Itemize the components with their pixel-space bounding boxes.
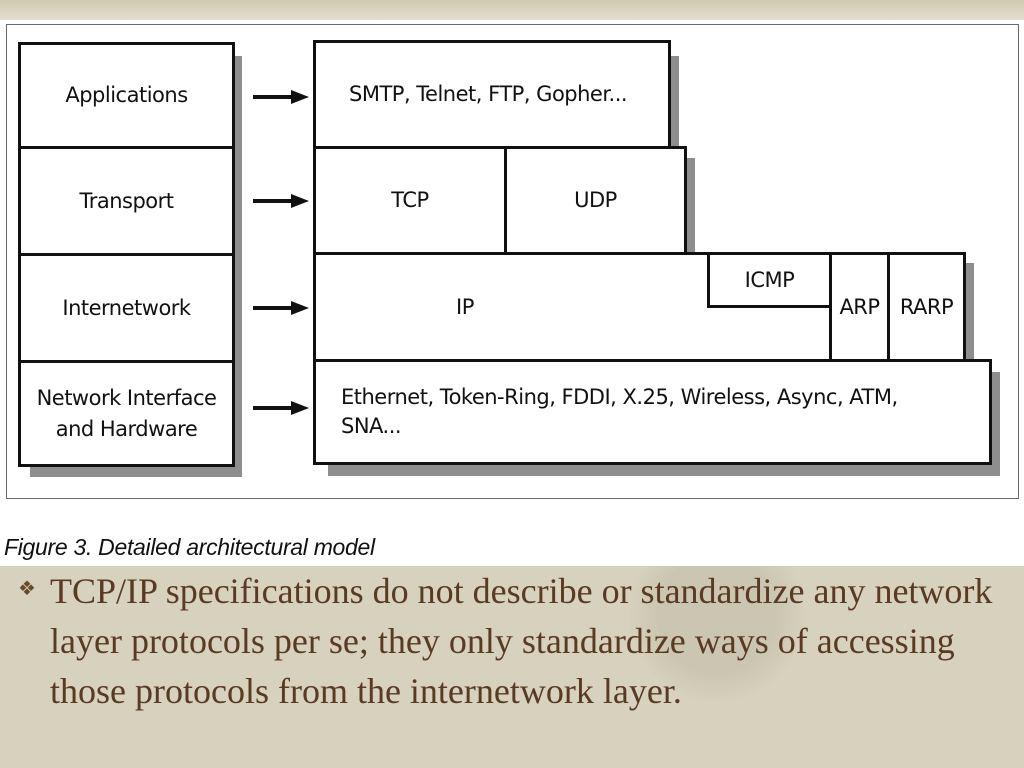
protocol-icmp: ICMP (707, 252, 832, 308)
layer-transport-label: Transport (79, 188, 174, 213)
arrow-right-icon (253, 401, 309, 415)
protocol-tcp: TCP (313, 146, 507, 255)
figure-area: Applications Transport Internetwork Netw… (0, 0, 1024, 566)
protocol-rarp-label: RARP (899, 294, 954, 319)
protocols-network: Ethernet, Token-Ring, FDDI, X.25, Wirele… (313, 359, 992, 465)
layer-internetwork-label: Internetwork (62, 295, 191, 320)
layer-column-shadow (232, 56, 242, 477)
protocols-network-label: Ethernet, Token-Ring, FDDI, X.25, Wirele… (341, 384, 898, 438)
layer-network-interface: Network Interface and Hardware (18, 360, 235, 467)
internetwork-shadow (963, 263, 974, 362)
layer-internetwork: Internetwork (18, 253, 235, 363)
layer-applications-label: Applications (65, 83, 188, 108)
layer-applications: Applications (18, 42, 235, 149)
layer-transport: Transport (18, 146, 235, 256)
protocol-arp-label: ARP (839, 294, 880, 319)
protocol-udp: UDP (504, 146, 687, 255)
protocol-arp: ARP (829, 252, 890, 362)
arrow-right-icon (253, 301, 309, 315)
diamond-bullet-icon: ❖ (18, 576, 36, 600)
protocols-application: SMTP, Telnet, FTP, Gopher... (313, 40, 671, 149)
protocol-rarp: RARP (887, 252, 966, 362)
arrow-right-icon (253, 90, 309, 104)
protocol-tcp-label: TCP (391, 188, 429, 213)
application-shadow (668, 56, 679, 148)
figure-caption: Figure 3. Detailed architectural model (4, 534, 375, 560)
protocol-icmp-label: ICMP (744, 267, 795, 292)
protocol-udp-label: UDP (574, 188, 617, 213)
layer-column-shadow-bottom (30, 466, 242, 477)
protocol-ip-label: IP (456, 294, 474, 319)
bullet-text: TCP/IP specifications do not describe or… (50, 571, 993, 711)
transport-shadow (684, 158, 695, 255)
protocols-application-label: SMTP, Telnet, FTP, Gopher... (349, 82, 628, 107)
network-shadow (989, 372, 1000, 476)
layer-network-interface-label: Network Interface and Hardware (36, 386, 217, 441)
arrow-right-icon (253, 194, 309, 208)
network-shadow-bottom (328, 462, 1000, 476)
top-decorative-strip (0, 0, 1024, 20)
